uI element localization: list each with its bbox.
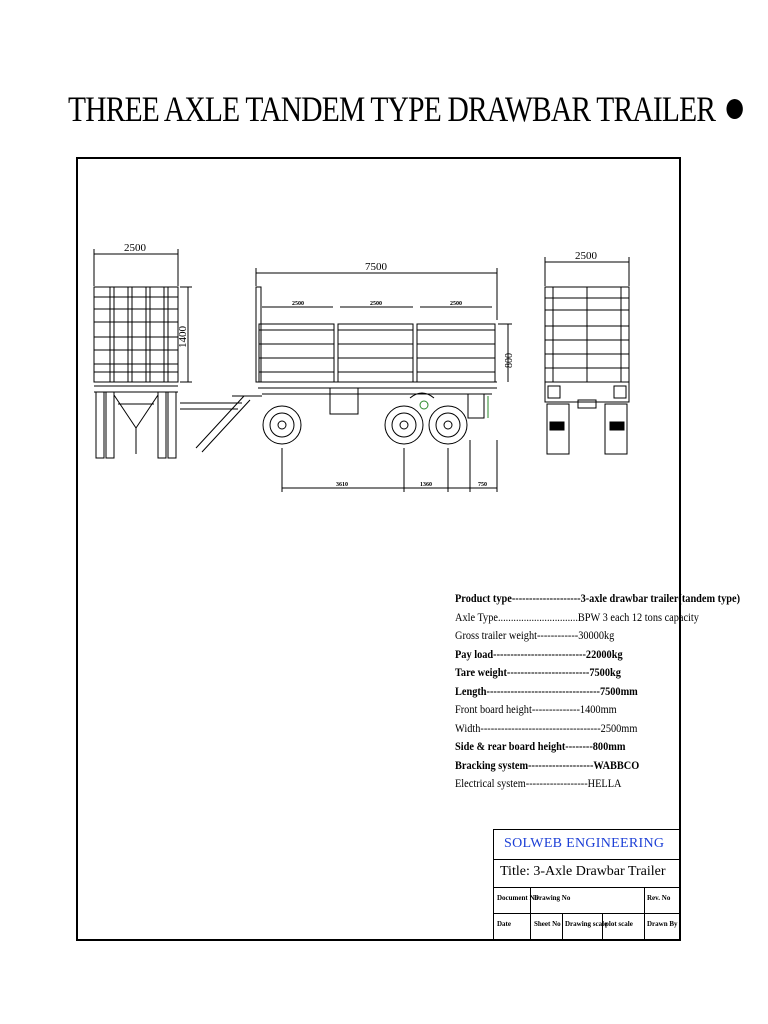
drawing-frame [76,157,681,941]
spec-width: Width-----------------------------------… [455,720,638,735]
dim-bottom-3: 750 [478,482,487,488]
front-view: 2500 1400 [93,242,192,459]
spec-axle-type: Axle Type...............................… [455,609,699,624]
page-title: THREE AXLE TANDEM TYPE DRAWBAR TRAILER [68,88,744,130]
title-block-divider [494,913,680,914]
title-block-divider [644,888,645,940]
title-block-divider [562,913,563,940]
dim-overall-length: 7500 [365,261,388,273]
spec-front-board-height: Front board height--------------1400mm [455,702,617,716]
drawing-no-label: Drawing No [534,894,571,902]
spec-electrical-system: Electrical system------------------HELLA [455,776,622,790]
sheet-no-label: Sheet No [534,920,561,928]
spec-pay-load: Pay load---------------------------22000… [455,646,623,661]
rev-no-label: Rev. No [647,894,671,902]
dim-rear-width: 2500 [575,250,598,262]
plot-scale-label: plot scale [605,920,633,928]
dim-board-2: 2500 [370,301,382,307]
dim-board-1: 2500 [292,301,304,307]
title-block-divider [530,913,531,940]
drawing-scale-label: Drawing scale [565,920,608,928]
spec-product-type: Product type--------------------3-axle d… [455,591,741,605]
spec-gross-weight: Gross trailer weight------------30000kg [455,628,615,642]
dim-bottom-1: 3610 [336,482,348,488]
spec-length: Length---------------------------------7… [455,683,638,698]
dim-front-height: 1400 [177,326,189,349]
spec-braking-system: Bracking system-------------------WABBCO [455,757,640,772]
dim-board-3: 2500 [450,301,462,307]
spec-side-rear-height: Side & rear board height--------800mm [455,739,626,753]
dim-side-height: 800 [504,353,515,368]
dim-bottom-2: 1360 [420,482,432,488]
document-no-label: Document No [497,894,539,902]
title-block-divider [602,913,603,940]
date-label: Date [497,920,511,928]
rear-view: 2500 [544,250,630,455]
title-block-company: SOLWEB ENGINEERING [494,830,680,860]
spec-list: Product type--------------------3-axle d… [455,589,740,793]
title-block-title: Title: 3-Axle Drawbar Trailer [494,860,680,888]
bullet-dot [726,98,744,119]
side-view: 7500 2500 2500 2500 800 [180,261,515,492]
dim-front-width: 2500 [124,242,147,254]
drawn-by-label: Drawn By [647,920,678,928]
spec-tare-weight: Tare weight------------------------7500k… [455,665,621,679]
title-block-divider [530,888,531,913]
title-block: SOLWEB ENGINEERING Title: 3-Axle Drawbar… [493,829,681,941]
